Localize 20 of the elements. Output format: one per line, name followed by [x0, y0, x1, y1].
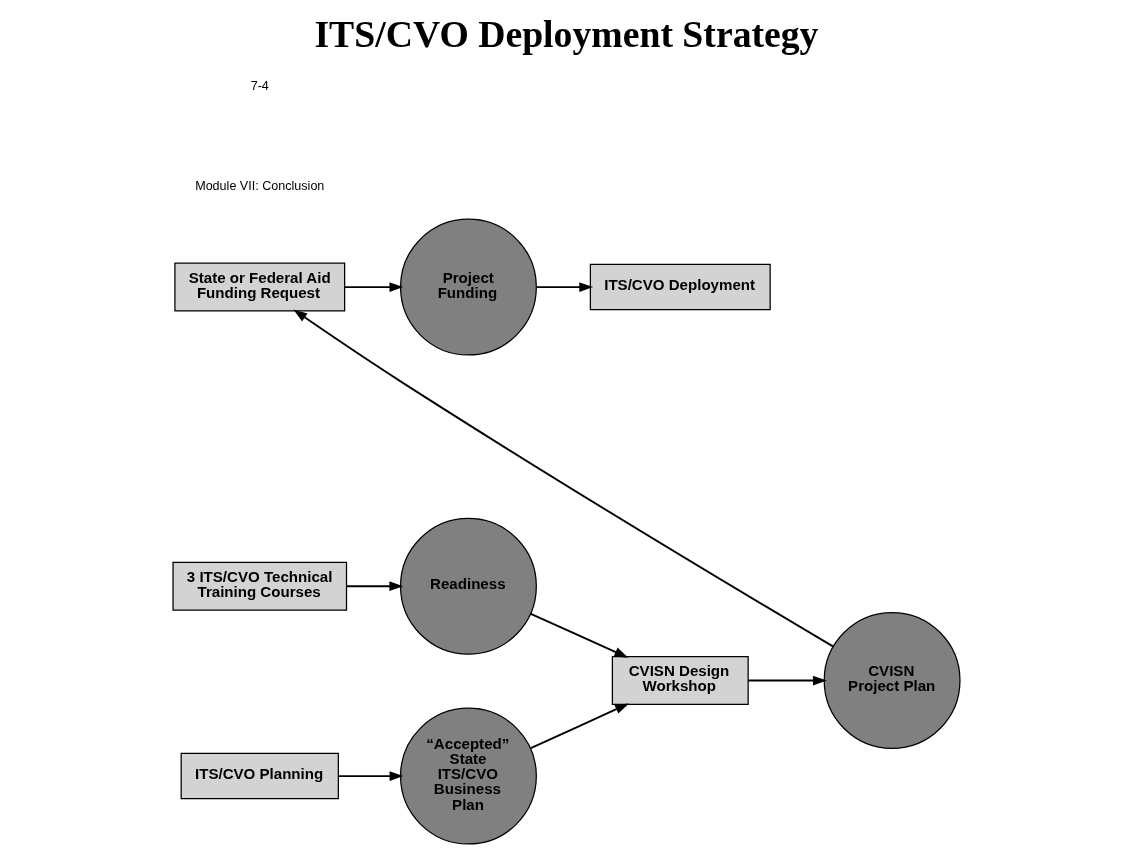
arrow — [345, 581, 404, 592]
arrow — [293, 309, 834, 648]
node-box: 3 ITS/CVO Technical Training Courses — [172, 561, 348, 611]
arrow — [747, 675, 827, 686]
node-circle: Project Funding — [399, 218, 537, 356]
node-box: State or Federal Aid Funding Request — [174, 262, 346, 312]
arrow — [535, 282, 594, 292]
node-box: CVISN Design Workshop — [611, 656, 749, 706]
arrow — [343, 282, 404, 292]
arrow — [337, 771, 404, 781]
node-box: ITS/CVO Planning — [180, 752, 339, 800]
label: Module VII: Conclusion — [195, 178, 325, 193]
label: 7-4 — [250, 79, 269, 94]
diagram-title: ITS/CVO Deployment Strategy — [314, 12, 819, 55]
node-circle: “Accepted” State ITS/CVO Business Plan — [399, 707, 537, 845]
node-box: ITS/CVO Deployment — [589, 263, 771, 311]
arrow — [529, 612, 629, 658]
arrow — [529, 703, 629, 750]
node-circle: CVISN Project Plan — [823, 612, 961, 750]
node-circle: Readiness — [399, 517, 537, 655]
